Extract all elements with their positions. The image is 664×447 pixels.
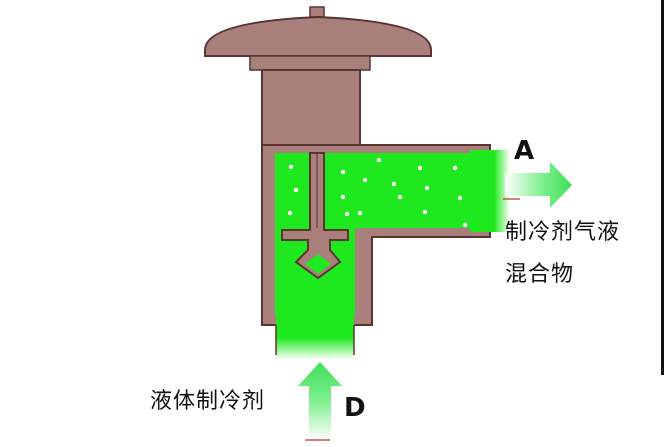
arrow-up-icon	[298, 362, 342, 440]
arrow-right-icon	[505, 162, 572, 208]
inlet-label-text: 液体制冷剂	[150, 389, 266, 414]
outlet-label-letter: A	[514, 136, 535, 166]
inlet-label-letter: D	[344, 393, 366, 423]
outlet-label-line2: 混合物	[505, 262, 575, 287]
valve-top-knob	[309, 6, 325, 18]
valve-needle	[281, 152, 349, 280]
refrigerant-chamber	[275, 153, 490, 315]
valve-orifice	[305, 254, 331, 274]
refrigerant-bubbles	[287, 157, 468, 228]
outlet-label-line1: 制冷剂气液	[505, 220, 621, 245]
valve-collar	[249, 55, 371, 71]
valve-cap	[204, 15, 432, 57]
border-line	[661, 0, 664, 375]
valve-stem	[261, 69, 361, 146]
outlet-pipe-flow	[470, 150, 510, 232]
inlet-pipe-flow	[276, 315, 354, 360]
